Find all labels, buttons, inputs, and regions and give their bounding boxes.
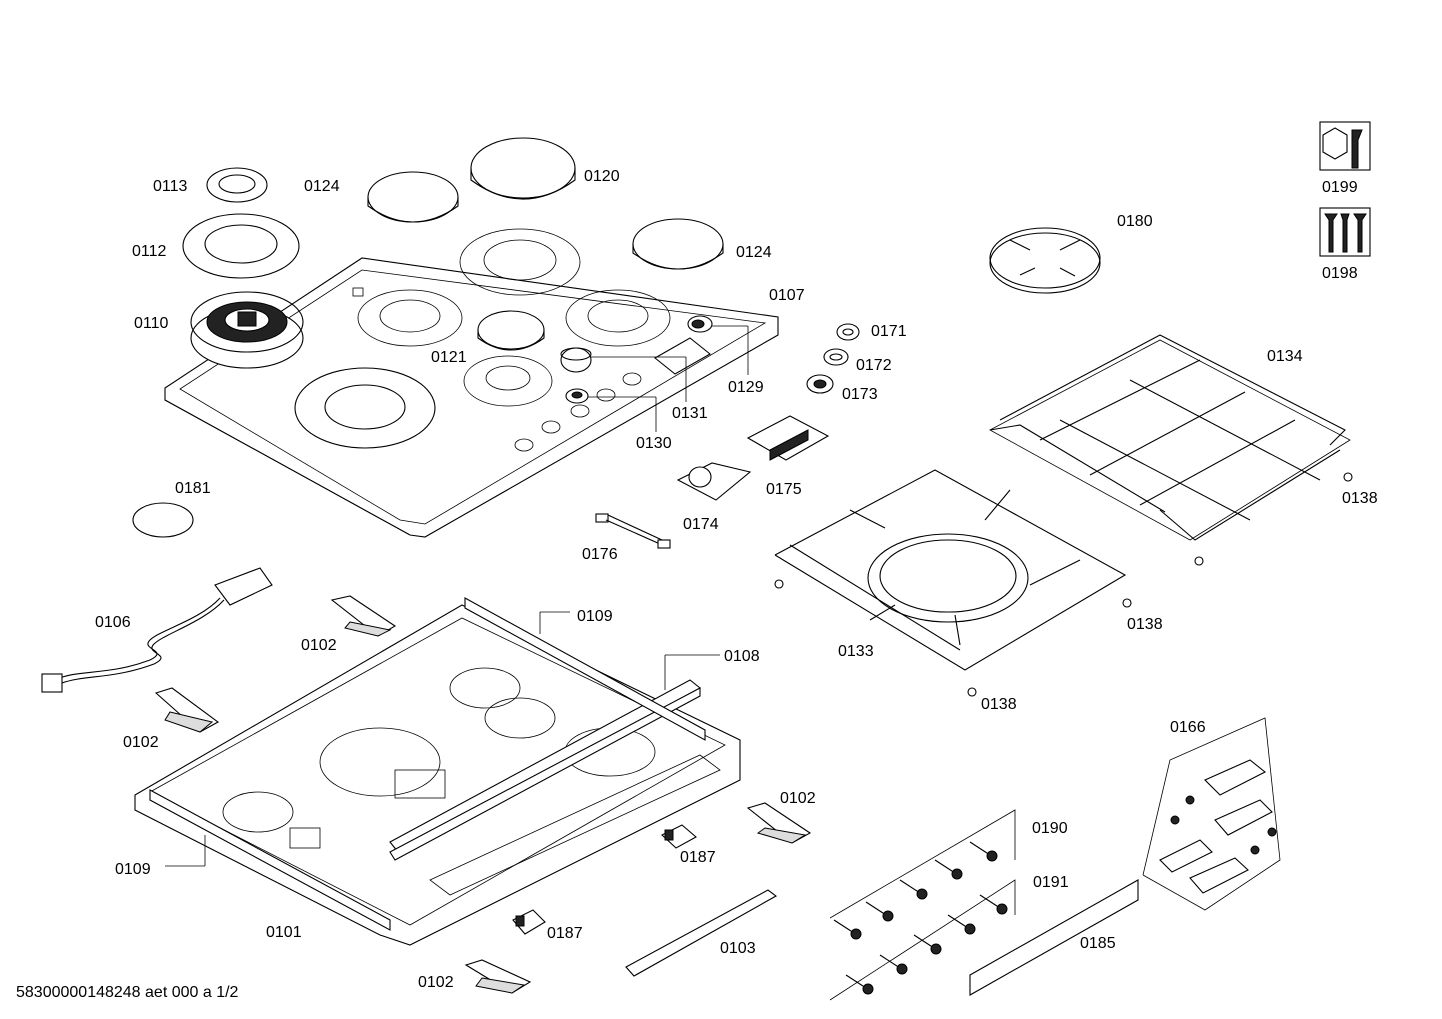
- burner-body-0110: [190, 291, 304, 369]
- label-0130: 0130: [636, 435, 672, 452]
- label-0121: 0121: [431, 349, 467, 366]
- label-0102-b: 0102: [123, 734, 159, 751]
- burner-cap-0124-right: [632, 218, 724, 270]
- label-0124-left: 0124: [304, 178, 340, 195]
- ignition-module-0174: [676, 462, 752, 501]
- base-tray-0101: [134, 604, 741, 946]
- label-0101: 0101: [266, 924, 302, 941]
- hob-top-plate: [164, 228, 779, 538]
- label-0133: 0133: [838, 643, 874, 660]
- screws-icon: [1319, 207, 1371, 257]
- label-0124-right: 0124: [736, 244, 772, 261]
- burner-cap-0124-left: [367, 171, 459, 223]
- label-0138-c: 0138: [981, 696, 1017, 713]
- label-0180: 0180: [1117, 213, 1153, 230]
- label-0109-bottom: 0109: [115, 861, 151, 878]
- clip-0187-b: [512, 909, 546, 935]
- label-0110: 0110: [134, 315, 169, 332]
- cable-0176: [595, 513, 671, 549]
- label-0112: 0112: [132, 243, 167, 260]
- label-0102-c: 0102: [780, 790, 816, 807]
- rubber-feet-0138: [774, 472, 1353, 697]
- label-0172: 0172: [856, 357, 892, 374]
- label-0134: 0134: [1267, 348, 1303, 365]
- label-0174: 0174: [683, 516, 719, 533]
- strip-0103: [625, 889, 778, 977]
- label-0171: 0171: [871, 323, 907, 340]
- front-rail-0108: [389, 679, 701, 861]
- label-0108: 0108: [724, 648, 760, 665]
- label-0103: 0103: [720, 940, 756, 957]
- label-0131: 0131: [672, 405, 708, 422]
- label-0187-b: 0187: [547, 925, 583, 942]
- label-0191: 0191: [1033, 874, 1069, 891]
- screws-0191: [829, 879, 1016, 1001]
- ring-0112: [182, 213, 300, 279]
- bracket-0102-c: [746, 802, 812, 844]
- label-0166: 0166: [1170, 719, 1206, 736]
- label-0181: 0181: [175, 480, 211, 497]
- label-0113: 0113: [153, 178, 188, 195]
- wok-ring-0180: [989, 227, 1101, 294]
- label-0199: 0199: [1322, 179, 1358, 196]
- burner-cap-0121: [477, 310, 545, 351]
- ring-0113: [206, 167, 268, 203]
- label-0190: 0190: [1032, 820, 1068, 837]
- label-0198: 0198: [1322, 265, 1358, 282]
- label-0175: 0175: [766, 481, 802, 498]
- label-0185: 0185: [1080, 935, 1116, 952]
- knob-0131: [560, 347, 592, 373]
- label-0138-b: 0138: [1127, 616, 1163, 633]
- label-0173: 0173: [842, 386, 878, 403]
- circuit-board-0175: [746, 415, 830, 461]
- small-rings-0171-0173: [806, 323, 860, 394]
- wrench-nut-icon: [1319, 121, 1371, 171]
- cap-0181: [132, 502, 194, 538]
- label-0107: 0107: [769, 287, 805, 304]
- label-0187-a: 0187: [680, 849, 716, 866]
- clamp-set-0166: [1142, 717, 1281, 911]
- bracket-0102-a: [330, 595, 397, 637]
- label-0102-d: 0102: [418, 974, 454, 991]
- seal-strips-0109: [149, 597, 706, 931]
- label-0109-top: 0109: [577, 608, 613, 625]
- label-strip-0185: [969, 879, 1139, 996]
- screws-0190: [829, 809, 1016, 940]
- leader-lines-bottom: [165, 611, 720, 867]
- burner-cap-0120: [470, 137, 576, 200]
- knob-0130: [565, 388, 589, 404]
- label-0138-a: 0138: [1342, 490, 1378, 507]
- pan-support-0133: [774, 469, 1127, 671]
- label-0176: 0176: [582, 546, 618, 563]
- document-code: 58300000148248 aet 000 a 1/2: [16, 984, 239, 1001]
- leader-lines-top: [588, 325, 749, 432]
- pan-support-0134: [989, 334, 1351, 541]
- clip-0187-a: [661, 824, 697, 849]
- label-0129: 0129: [728, 379, 764, 396]
- label-0102-a: 0102: [301, 637, 337, 654]
- control-panel-insert: [654, 337, 711, 375]
- label-0106: 0106: [95, 614, 131, 631]
- label-0120: 0120: [584, 168, 620, 185]
- bracket-0102-d: [464, 959, 532, 994]
- power-cord-0106: [41, 567, 273, 693]
- spark-plug-0129: [687, 315, 713, 333]
- bracket-0102-b: [154, 687, 220, 733]
